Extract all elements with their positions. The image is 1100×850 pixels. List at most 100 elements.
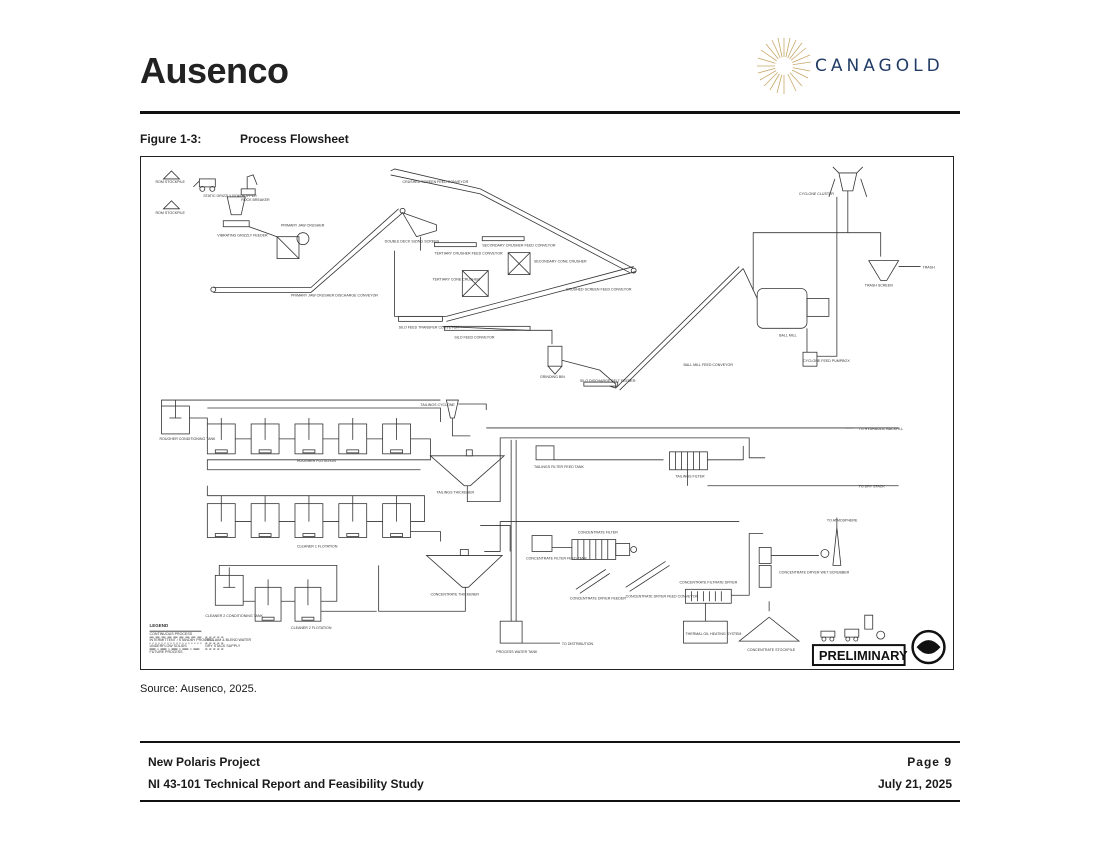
legend-item-2: INTERMITTENT / STANDBY PROCESS	[150, 638, 215, 642]
label-conc-filter-feed: CONCENTRATE FILTER FEED TANK	[526, 556, 587, 560]
rom-stockpile-1	[162, 170, 181, 180]
legend-item-3: UNDERFLOW SOLIDS	[150, 644, 188, 648]
rom-stockpile-2	[162, 200, 181, 210]
secondary-cone-crusher	[507, 252, 531, 275]
figure-source: Source: Ausenco, 2025.	[140, 683, 257, 695]
label-tailings-cyclone: TAILINGS CYCLONE	[420, 403, 455, 407]
flowsheet-labels: ROM STOCKPILE ROM STOCKPILE ROCK BREAKER…	[150, 180, 936, 654]
label-dryer-conveyor: CONCENTRATE DRYER FEED CONVEYOR	[626, 594, 699, 598]
trash-screen	[868, 260, 900, 281]
tailings-cyclone	[445, 399, 459, 419]
concentrate-filter-feed-tank	[531, 535, 553, 552]
ball-mill-feed-conveyor	[615, 266, 740, 389]
label-cleaner2-cond: CLEANER 2 CONDITIONING TANK	[205, 614, 263, 618]
figure-number: Figure 1-3:	[140, 132, 202, 146]
silo-feed-transfer-conveyor	[398, 315, 443, 322]
thickener-underflow-line	[466, 437, 521, 503]
silo-discharge-belt-feeder	[583, 381, 619, 387]
label-dry-stack: TO DRY STACK	[859, 485, 886, 489]
cyclone-feed-pumpbox	[802, 351, 818, 367]
tertiary-cone-crusher	[461, 270, 489, 297]
label-vibrating-feeder: VIBRATING GRIZZLY FEEDER	[217, 234, 268, 238]
label-rom-stockpile-1: ROM STOCKPILE	[156, 180, 186, 184]
cond-to-rougher	[189, 417, 208, 424]
cleaner-2-flotation-cells	[254, 579, 322, 622]
primary-discharge-conveyor	[213, 212, 403, 293]
crushed-screen-feed-conveyor-top	[390, 168, 634, 269]
cyclone-overflow-line	[752, 190, 849, 291]
legend-text-1: RECLAIM & BLEND WATER	[205, 638, 251, 642]
footer-page-number: Page 9	[907, 755, 952, 769]
grinding-bin	[547, 345, 563, 367]
label-conc-thickener: CONCENTRATE THICKENER	[430, 592, 479, 596]
cleaner1-tails-line	[410, 531, 441, 542]
stockpile-loader-icon	[820, 614, 886, 642]
crushed-screen-feed-conveyor-2	[446, 266, 634, 317]
concentrate-dryer-feed-conveyor	[625, 561, 666, 588]
rock-breaker-icon	[240, 174, 258, 196]
legend-item-4: FUTURE PROCESS	[150, 650, 184, 654]
label-silo-transfer: SILO FEED TRANSFER CONVEYOR	[399, 325, 460, 329]
canagold-sunburst-logo	[757, 37, 812, 94]
cyclone-cluster-icon	[828, 166, 868, 197]
label-cyclone-feed: CYCLONE FEED PUMPBOX	[803, 359, 850, 363]
label-to-distribution: TO DISTRIBUTION	[562, 642, 594, 646]
label-cleaner2-flot: CLEANER 2 FLOTATION	[291, 626, 332, 630]
label-tertiary-feed: TERTIARY CRUSHER FEED CONVEYOR	[434, 252, 503, 256]
label-trash-screen: TRASH SCREEN	[865, 283, 893, 287]
ausenco-logo: Ausenco	[140, 50, 289, 91]
atmosphere-stack	[832, 527, 842, 566]
legend-item-1: CONTINUOUS PROCESS	[150, 632, 193, 636]
scrubber-fan	[820, 549, 830, 558]
silo-transfer-line	[394, 250, 447, 317]
label-cyclone-cluster: CYCLONE CLUSTER	[799, 192, 834, 196]
concentrate-thickener	[425, 555, 504, 588]
label-filtrate-dryer: CONCENTRATE FILTRATE DRYER	[679, 580, 737, 584]
concentrate-filtrate-dryer	[685, 588, 732, 604]
cyclone-feed-line	[816, 196, 838, 357]
jaw-crusher-motor	[296, 232, 310, 246]
cleaner-recycle-line	[207, 495, 425, 522]
ball-mill-drive	[806, 298, 830, 317]
label-trash: TRASH	[923, 266, 936, 270]
figure-title: Process Flowsheet	[240, 132, 349, 146]
process-water-tank	[499, 620, 523, 644]
label-dryer-feeder: CONCENTRATE DRYER FEEDER	[570, 596, 626, 600]
double-deck-sizing-screen	[401, 212, 437, 238]
tailings-filter-feed-tank	[535, 445, 555, 461]
silo-feed-conveyor	[442, 325, 553, 345]
legend-title: LEGEND	[150, 623, 169, 628]
preliminary-stamp: PRELIMINARY	[819, 648, 908, 663]
primary-discharge-conveyor-top	[213, 208, 399, 288]
label-ball-mill: BALL MILL	[779, 333, 797, 337]
crushed-screen-feed-conveyor-2b	[446, 271, 636, 322]
label-double-deck: DOUBLE DECK SIZING SCREEN	[385, 240, 440, 244]
label-cleaner1: CLEANER 1 FLOTATION	[297, 544, 338, 548]
tailings-thickener	[429, 455, 506, 487]
crushed-screen-feed-conveyor-top-b	[390, 174, 630, 273]
footer-top-rule	[140, 741, 960, 743]
label-tailings-filter: TAILINGS FILTER	[675, 475, 705, 479]
rougher-conc-line	[207, 407, 441, 422]
tailings-filter	[669, 451, 708, 471]
conc-thickener-underflow	[378, 565, 466, 612]
label-ball-mill-feed: BALL MILL FEED CONVEYOR	[683, 363, 733, 367]
dryer-offgas-line	[731, 533, 764, 596]
label-thermal-oil: THERMAL OIL HEATING SYSTEM	[685, 632, 741, 636]
label-silo-discharge: SILO DISCHARGE BELT FEEDER	[580, 379, 636, 383]
cleaner2-recycle-line	[218, 565, 338, 602]
header-rule	[140, 111, 960, 114]
concentrate-stockpile	[738, 616, 801, 642]
loader-icon	[193, 178, 216, 192]
rom-hopper	[226, 196, 246, 216]
tertiary-crusher-feed-conveyor	[434, 242, 477, 248]
label-hydraulic-backfill: TO HYDRAULIC BACKFILL	[859, 427, 903, 431]
conc-overflow-line	[484, 521, 740, 552]
cleaner-1-flotation-cells	[206, 495, 411, 538]
label-tailings-thickener: TAILINGS THICKENER	[436, 491, 474, 495]
cleaner-conc-line	[480, 525, 511, 552]
label-grinding-bin: GRINDING BIN	[540, 375, 565, 379]
concentrate-dryer-feeder	[575, 569, 606, 590]
label-discharge-conveyor: PRIMARY JAW CRUSHER DISCHARGE CONVEYOR	[291, 293, 378, 297]
wet-scrubber-upper	[758, 547, 772, 564]
